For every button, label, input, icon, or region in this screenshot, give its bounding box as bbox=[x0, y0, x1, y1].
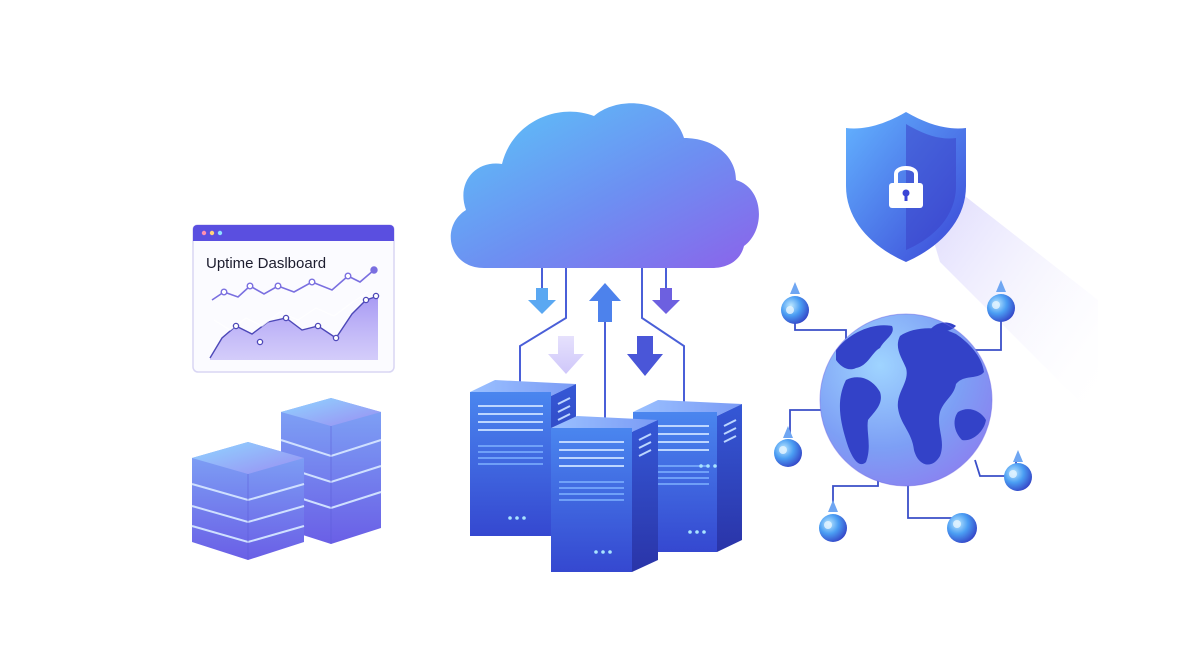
download-arrow-icon bbox=[548, 336, 584, 374]
database-stack-icon bbox=[191, 398, 382, 560]
globe-icon bbox=[819, 313, 993, 487]
network-node bbox=[947, 513, 977, 543]
network-node bbox=[987, 280, 1015, 322]
window-dot bbox=[209, 230, 215, 236]
network-node bbox=[819, 500, 847, 542]
server-rack-icon bbox=[551, 416, 658, 572]
window-dot bbox=[201, 230, 207, 236]
cloud-icon bbox=[450, 103, 759, 420]
dashboard-title: Uptime Daslboard bbox=[206, 255, 326, 272]
network-node bbox=[774, 426, 802, 467]
upload-arrow-icon bbox=[589, 283, 621, 322]
download-arrow-icon bbox=[528, 288, 556, 314]
lock-icon bbox=[889, 166, 923, 208]
download-arrow-icon bbox=[627, 336, 663, 376]
chart-points-lower bbox=[232, 292, 380, 346]
network-node bbox=[1004, 450, 1032, 491]
uptime-dashboard-window: Uptime Daslboard bbox=[192, 224, 395, 373]
window-dot bbox=[217, 230, 223, 236]
network-node bbox=[781, 282, 809, 324]
chart-points-upper bbox=[220, 266, 378, 296]
chart-area-lower bbox=[210, 296, 378, 360]
download-arrow-icon bbox=[652, 288, 680, 314]
